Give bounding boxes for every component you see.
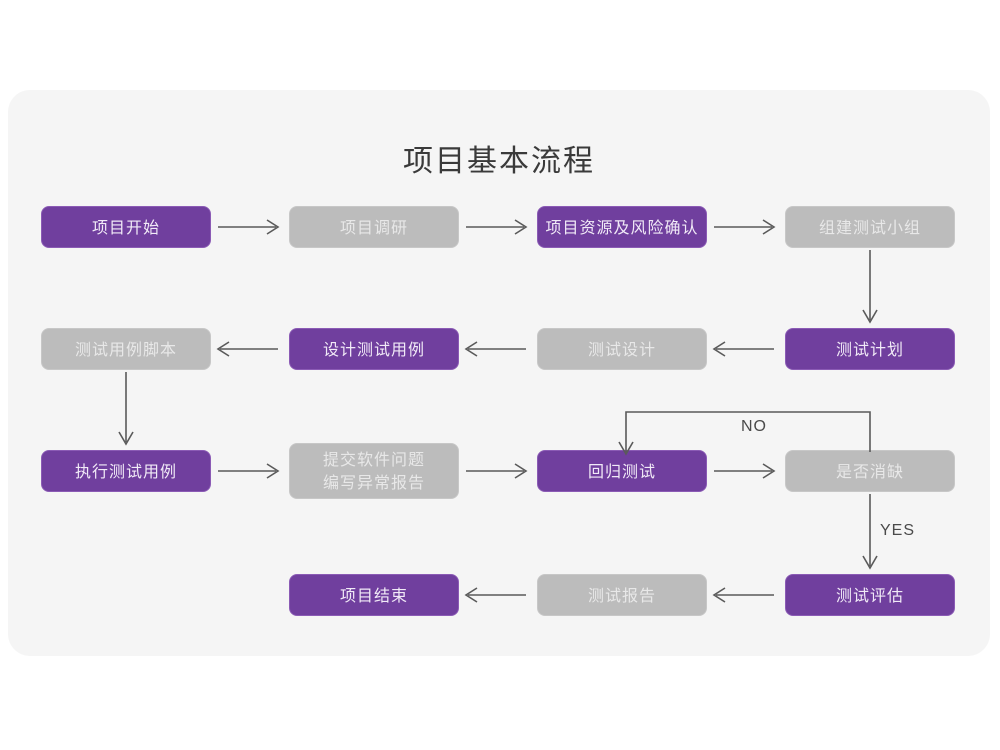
node-test-design[interactable]: 测试设计	[537, 328, 707, 370]
arrow-submit-to-regression	[466, 463, 528, 479]
node-test-report[interactable]: 测试报告	[537, 574, 707, 616]
node-submit-issue-report[interactable]: 提交软件问题 编写异常报告	[289, 443, 459, 499]
node-test-case-script[interactable]: 测试用例脚本	[41, 328, 211, 370]
arrow-script-to-execute	[118, 372, 134, 446]
arrow-evaluation-to-report	[712, 587, 774, 603]
arrow-resource-to-team	[714, 219, 776, 235]
arrow-designcase-to-script	[216, 341, 278, 357]
arrow-research-to-resource	[466, 219, 528, 235]
node-execute-test-case[interactable]: 执行测试用例	[41, 450, 211, 492]
node-project-research[interactable]: 项目调研	[289, 206, 459, 248]
node-design-test-case[interactable]: 设计测试用例	[289, 328, 459, 370]
flowchart-card: 项目基本流程 项目开始 项目调研 项目资源及风险确认 组建测试小组 测试用例脚本…	[8, 90, 990, 656]
edge-label-yes: YES	[880, 522, 916, 539]
arrow-team-to-testplan	[862, 250, 878, 324]
node-resource-risk-confirm[interactable]: 项目资源及风险确认	[537, 206, 707, 248]
arrow-start-to-research	[218, 219, 280, 235]
node-project-start[interactable]: 项目开始	[41, 206, 211, 248]
arrow-testplan-to-testdesign	[712, 341, 774, 357]
arrow-testdesign-to-designcase	[464, 341, 526, 357]
arrow-no-loop	[618, 411, 871, 456]
node-defect-cleared[interactable]: 是否消缺	[785, 450, 955, 492]
node-test-evaluation[interactable]: 测试评估	[785, 574, 955, 616]
arrow-yes-to-evaluation	[862, 494, 878, 570]
node-regression-test[interactable]: 回归测试	[537, 450, 707, 492]
node-build-test-team[interactable]: 组建测试小组	[785, 206, 955, 248]
arrow-report-to-projectend	[464, 587, 526, 603]
arrow-execute-to-submit	[218, 463, 280, 479]
node-project-end[interactable]: 项目结束	[289, 574, 459, 616]
page-title: 项目基本流程	[403, 144, 595, 179]
node-test-plan[interactable]: 测试计划	[785, 328, 955, 370]
edge-label-no: NO	[741, 418, 767, 435]
arrow-regression-to-defect	[714, 463, 776, 479]
